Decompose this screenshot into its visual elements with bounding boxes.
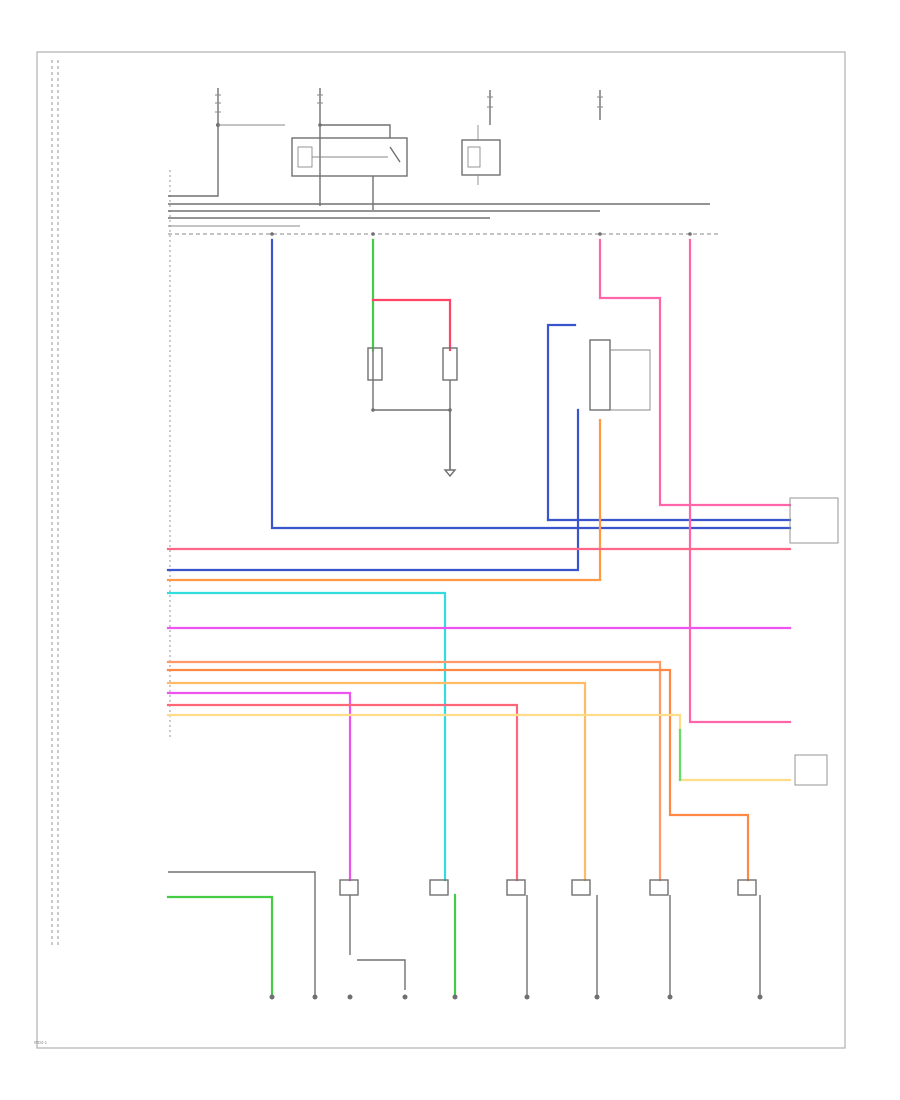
wire-orange-vert [166, 418, 602, 582]
wire-red-2 [166, 703, 519, 882]
sensor-1 [367, 347, 383, 381]
ground-dots [269, 994, 763, 1000]
wire-magenta-2 [166, 691, 352, 882]
wire-bottom-black [168, 871, 316, 995]
relay-block [291, 124, 408, 210]
right-connector [789, 497, 839, 544]
small-relay [461, 125, 501, 185]
footer-code: WD4-1 [34, 1040, 48, 1045]
wire-orange-3 [166, 681, 587, 882]
wire-red-mid [371, 298, 452, 352]
wire-orange-1 [166, 660, 662, 882]
junction-dots [270, 123, 692, 412]
fuse-top-4 [597, 90, 603, 120]
sensor-2 [442, 347, 458, 381]
relay-module-right [589, 339, 611, 411]
fuse-top-3 [487, 90, 493, 125]
wire-bottom-green [166, 895, 274, 997]
wire-black-mid [372, 350, 451, 470]
bus-lines [168, 203, 720, 235]
diagram-frame [36, 51, 846, 1049]
bottom-switch-row [339, 879, 757, 896]
wire-blue-dark [166, 408, 580, 572]
wire-pink-right [688, 238, 792, 724]
module-outline [51, 60, 59, 945]
ground-symbol [443, 469, 457, 478]
wire-blue [270, 238, 792, 530]
bottom-leads [349, 893, 761, 997]
switch-right [794, 754, 828, 786]
wire-pink-top [598, 238, 792, 507]
wire-cyan [166, 591, 447, 882]
fuse-top-1 [168, 88, 285, 197]
wire-orange-2 [166, 668, 750, 882]
relay-module-label [610, 349, 651, 411]
wire-yellow [166, 713, 792, 782]
fuse-top-2 [317, 88, 323, 206]
